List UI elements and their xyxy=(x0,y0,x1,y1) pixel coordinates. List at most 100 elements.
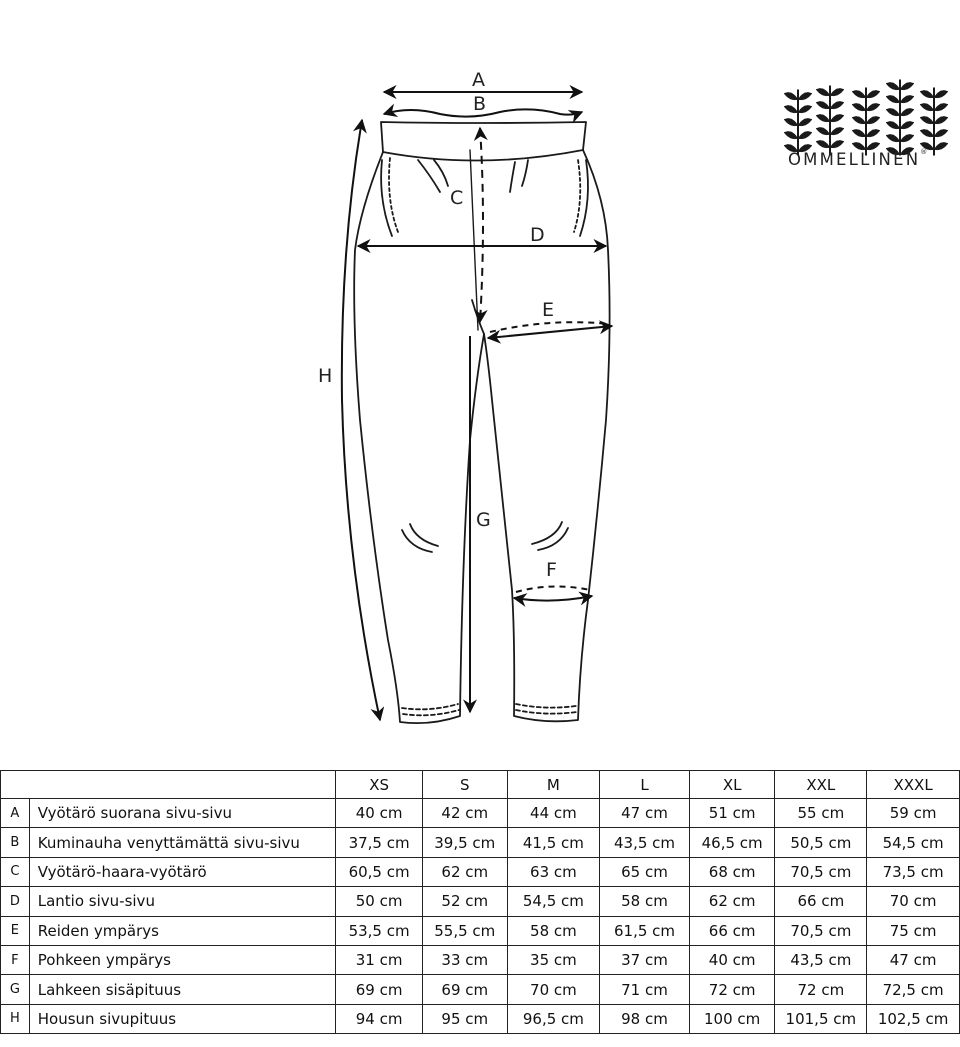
table-cell: 55 cm xyxy=(774,797,868,829)
leaf-shape xyxy=(815,114,831,123)
row-key: B xyxy=(0,827,30,858)
measure-b-arrow xyxy=(382,103,584,124)
table-cell: 46,5 cm xyxy=(688,827,776,858)
table-cell: 44 cm xyxy=(506,797,601,829)
table-cell: 102,5 cm xyxy=(866,1003,960,1035)
leaf-shape xyxy=(885,82,901,91)
leaf-shape xyxy=(865,116,881,125)
table-cell: 101,5 cm xyxy=(774,1003,868,1035)
row-label: Kuminauha venyttämättä sivu-sivu xyxy=(28,827,337,858)
row-label: Lantio sivu-sivu xyxy=(28,886,337,917)
table-cell: 61,5 cm xyxy=(599,915,690,946)
table-cell: 70,5 cm xyxy=(774,915,868,946)
leaf-shape xyxy=(797,131,813,140)
table-cell: 71 cm xyxy=(599,974,690,1005)
leaf-shape xyxy=(784,92,799,101)
leaf-shape xyxy=(899,108,915,117)
leaf-shape xyxy=(885,121,901,130)
table-cell: 60,5 cm xyxy=(335,856,423,888)
leaf-shape xyxy=(815,140,831,149)
table-cell: 41,5 cm xyxy=(506,827,601,858)
leaf-sprigs xyxy=(784,79,949,156)
size-header-s: S xyxy=(421,770,508,799)
leaf-shape xyxy=(829,88,845,97)
measure-f-arrow-back xyxy=(515,585,591,593)
table-cell: 35 cm xyxy=(506,944,601,976)
row-label: Housun sivupituus xyxy=(28,1003,337,1035)
row-label: Vyötärö suorana sivu-sivu xyxy=(28,797,337,829)
leaf-shape xyxy=(933,90,949,99)
table-cell: 33 cm xyxy=(421,944,508,976)
leaf-shape xyxy=(865,142,881,151)
leaf-shape xyxy=(885,134,901,143)
size-header-xs: XS xyxy=(335,770,423,799)
header-empty-key xyxy=(0,770,30,799)
leaf-shape xyxy=(815,88,831,97)
table-cell: 63 cm xyxy=(506,856,601,888)
brand-logo-leaves xyxy=(784,79,949,156)
table-cell: 70,5 cm xyxy=(774,856,868,888)
row-key: C xyxy=(0,856,30,888)
leaf-shape xyxy=(797,118,813,127)
leaf-shape xyxy=(829,127,845,136)
right-pocket xyxy=(573,159,582,233)
leaf-shape xyxy=(899,147,915,156)
table-cell: 58 cm xyxy=(506,915,601,946)
leaf-shape xyxy=(885,147,901,156)
brand-wordmark: OMMELLINEN xyxy=(788,150,921,169)
table-cell: 96,5 cm xyxy=(506,1003,601,1035)
label-g: G xyxy=(476,509,491,531)
table-cell: 62 cm xyxy=(688,886,776,917)
table-cell: 69 cm xyxy=(335,974,423,1005)
leaf-shape xyxy=(899,82,915,91)
row-key: F xyxy=(0,944,30,976)
header-empty-label xyxy=(29,770,337,799)
leaf-shape xyxy=(851,103,867,112)
leaf-shape xyxy=(797,144,813,153)
leaf-shape xyxy=(851,90,867,99)
label-c: C xyxy=(450,187,463,209)
leaf-shape xyxy=(919,90,935,99)
table-cell: 52 cm xyxy=(421,886,508,917)
size-header-xxl: XXL xyxy=(774,770,868,799)
table-cell: 50,5 cm xyxy=(774,827,868,858)
table-cell: 72 cm xyxy=(774,974,868,1005)
table-cell: 70 cm xyxy=(866,886,960,917)
table-cell: 65 cm xyxy=(599,856,690,888)
table-cell: 73,5 cm xyxy=(866,856,960,888)
leaf-shape xyxy=(829,140,845,149)
table-cell: 95 cm xyxy=(421,1003,508,1035)
row-key: D xyxy=(0,886,30,917)
leaf-shape xyxy=(865,129,881,138)
leaf-shape xyxy=(797,92,813,101)
leaf-shape xyxy=(919,142,935,151)
table-cell: 62 cm xyxy=(421,856,508,888)
table-cell: 66 cm xyxy=(774,886,868,917)
table-cell: 72 cm xyxy=(688,974,776,1005)
left-leg-outline xyxy=(353,151,485,725)
table-cell: 50 cm xyxy=(335,886,423,917)
row-key: G xyxy=(0,974,30,1005)
row-label: Lahkeen sisäpituus xyxy=(28,974,337,1005)
leaf-shape xyxy=(933,116,949,125)
row-key: A xyxy=(0,797,30,829)
label-a: A xyxy=(472,69,485,91)
leaf-shape xyxy=(829,101,845,110)
leaf-shape xyxy=(899,121,915,130)
table-cell: 94 cm xyxy=(335,1003,423,1035)
leaf-shape xyxy=(829,114,845,123)
row-label: Pohkeen ympärys xyxy=(28,944,337,976)
trousers-measurement-diagram: A B C D E F G H xyxy=(318,69,614,725)
left-pocket xyxy=(388,157,399,233)
row-key: H xyxy=(0,1003,30,1035)
table-cell: 37 cm xyxy=(599,944,690,976)
table-cell: 58 cm xyxy=(599,886,690,917)
